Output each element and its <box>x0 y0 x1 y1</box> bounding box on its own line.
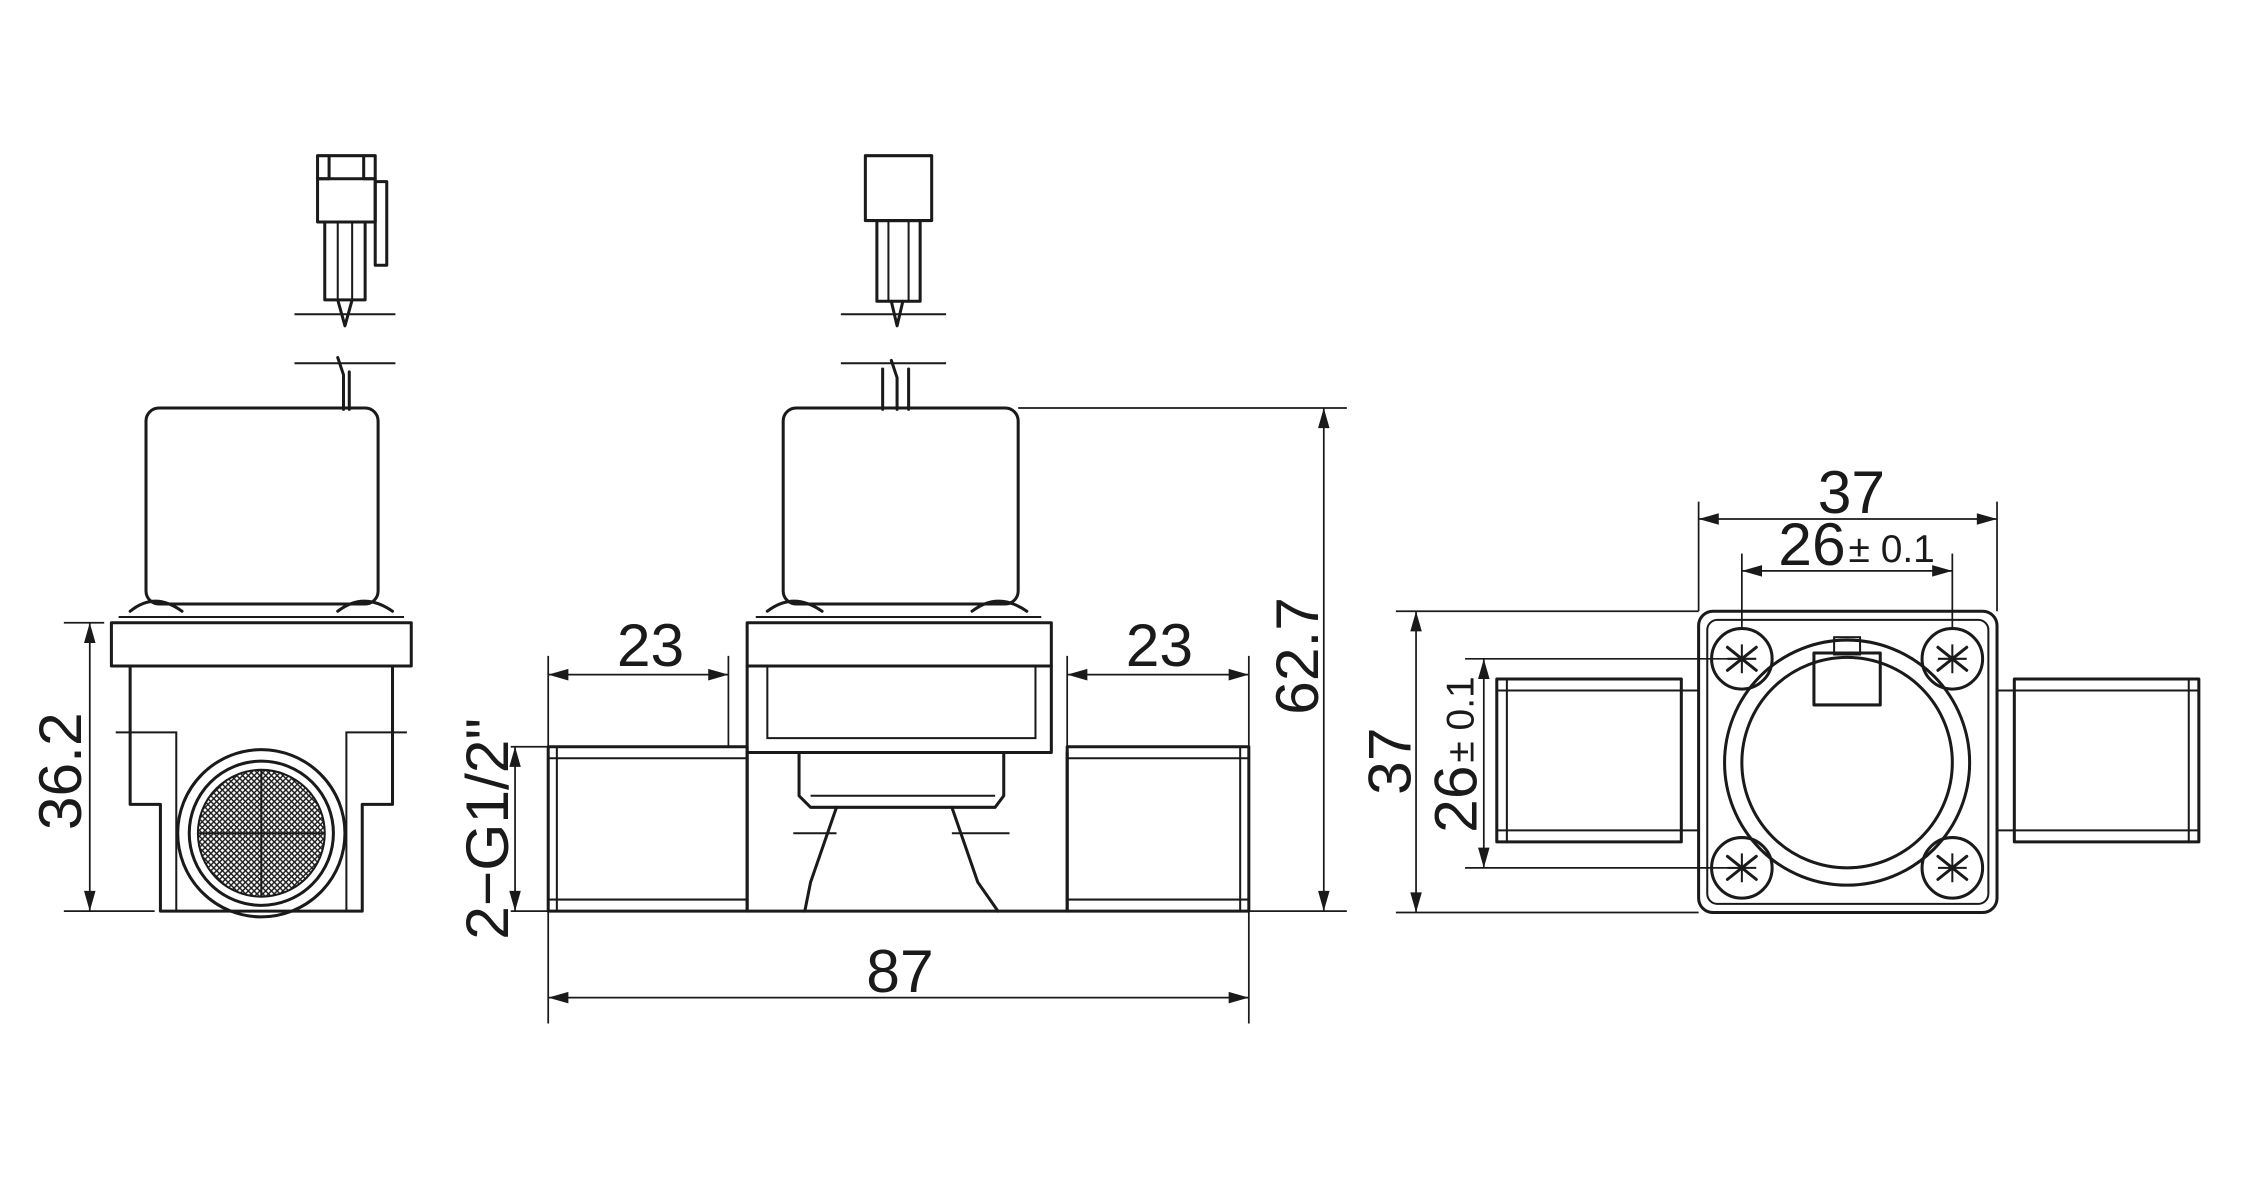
thread-label: 2−G1/2" <box>453 718 521 940</box>
top-right-port <box>1996 677 2201 844</box>
front-connector <box>840 154 947 411</box>
front-left-port <box>546 745 749 913</box>
top-width-dimension: 37 <box>1697 458 1998 612</box>
top-height-dimension: 37 <box>1355 610 1699 914</box>
side-cover-plate <box>109 621 413 668</box>
front-right-port <box>1065 745 1251 913</box>
dim-label-87: 87 <box>866 937 933 1005</box>
side-view: 36.2 <box>26 154 413 919</box>
top-coil <box>1723 636 1972 887</box>
dim-label-23-right: 23 <box>1126 611 1193 679</box>
top-view: 37 26 ± 0.1 37 26 ± 0.1 <box>1355 458 2201 915</box>
front-left-port-dimension: 23 <box>547 611 730 747</box>
dim-tolerance-x: ± 0.1 <box>1849 528 1935 571</box>
top-left-port <box>1495 677 1700 844</box>
front-thread-dimension: 2−G1/2" <box>453 718 549 940</box>
front-diaphragm-housing <box>797 751 1006 809</box>
dim-label-37-width: 37 <box>1818 458 1885 526</box>
top-screw-tr <box>1920 627 1985 691</box>
front-length-dimension: 87 <box>547 911 1250 1024</box>
dim-tolerance-y: ± 0.1 <box>1440 676 1483 762</box>
top-screw-br <box>1920 836 1985 900</box>
front-right-port-dimension: 23 <box>1066 611 1250 747</box>
side-body <box>128 664 395 913</box>
front-view: 23 23 2−G1/2" 87 62.7 <box>453 154 1347 1024</box>
front-cover-plate <box>745 621 1053 668</box>
top-hole-spacing-y-dimension: 26 ± 0.1 <box>1422 657 1742 869</box>
side-coil <box>144 406 380 606</box>
top-hole-spacing-x-dimension: 26 ± 0.1 <box>1740 510 1954 629</box>
front-coil <box>781 406 1020 606</box>
dim-label-62-7: 62.7 <box>1263 597 1331 715</box>
dim-label-36-2: 36.2 <box>26 712 94 830</box>
front-height-dimension: 62.7 <box>1018 407 1347 912</box>
top-flange <box>1697 609 1999 915</box>
side-inlet-screen <box>176 748 347 919</box>
dim-label-26-x: 26 <box>1778 510 1845 578</box>
dim-label-37-height: 37 <box>1355 727 1423 794</box>
side-connector <box>294 154 396 411</box>
dim-label-23-left: 23 <box>617 611 684 679</box>
side-height-dimension: 36.2 <box>26 621 155 912</box>
dim-label-26-y: 26 <box>1422 765 1490 832</box>
